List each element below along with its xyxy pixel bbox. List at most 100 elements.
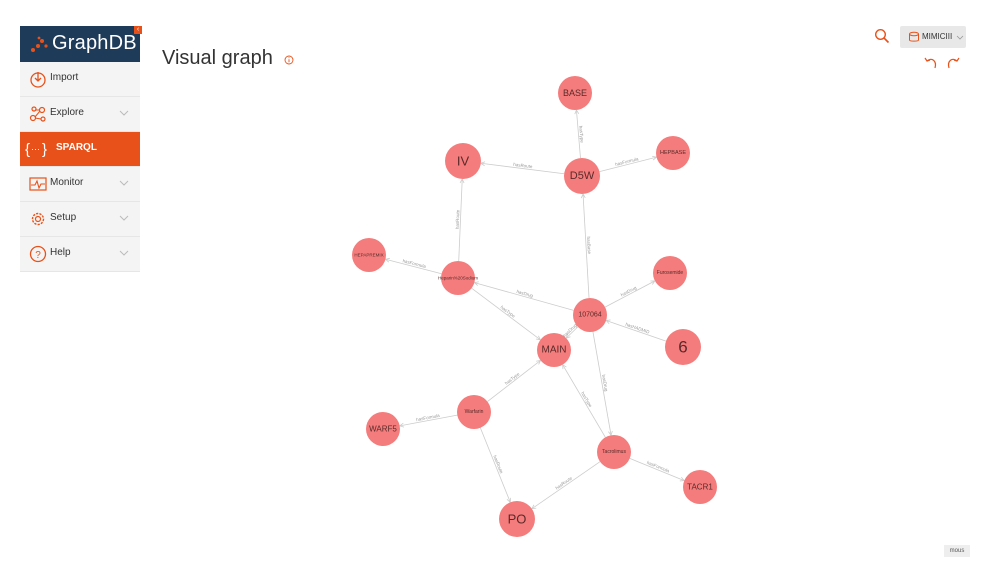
- graph-edge[interactable]: [458, 178, 463, 262]
- edge-arrowhead: [399, 422, 405, 428]
- edge-arrowhead: [605, 319, 611, 325]
- edge-arrowhead: [580, 193, 586, 199]
- node-circle[interactable]: [656, 136, 690, 170]
- node-label: TACR1: [687, 483, 713, 492]
- edge-arrowhead: [608, 430, 613, 436]
- node-circle[interactable]: [683, 470, 717, 504]
- node-label: BASE: [563, 88, 587, 98]
- chevron-down-icon: [119, 250, 129, 256]
- redo-icon[interactable]: [946, 56, 960, 70]
- sidebar-item-sparql[interactable]: { ··· } SPARQL: [20, 132, 140, 167]
- graph-node[interactable]: HEPAPREMIX: [352, 238, 386, 272]
- edge-label: hasFormula: [402, 258, 427, 269]
- sidebar-nav: Import Explore { ··· } SPARQL: [20, 62, 140, 272]
- repository-selector[interactable]: MIMICIII: [900, 26, 966, 48]
- sidebar-item-import[interactable]: Import: [20, 62, 140, 97]
- chevron-down-icon: [119, 180, 129, 186]
- edge-label: hasDrug: [516, 289, 534, 299]
- node-label: HEPBASE: [660, 150, 686, 156]
- graph-edge[interactable]: [471, 287, 541, 341]
- node-circle[interactable]: [564, 158, 600, 194]
- graph-node[interactable]: BASE: [558, 76, 592, 110]
- node-circle[interactable]: [457, 395, 491, 429]
- graph-node[interactable]: 107064: [573, 298, 607, 332]
- edge-label: hasBase: [586, 236, 592, 254]
- node-circle[interactable]: [665, 329, 701, 365]
- node-circle[interactable]: [499, 501, 535, 537]
- sidebar-item-label: SPARQL: [56, 142, 97, 153]
- search-icon[interactable]: [874, 28, 890, 44]
- collapse-sidebar-button[interactable]: ‹: [134, 26, 142, 34]
- graph-edge[interactable]: [604, 280, 656, 308]
- graph-node[interactable]: IV: [445, 143, 481, 179]
- graph-edge[interactable]: [487, 360, 541, 402]
- edge-arrowhead: [535, 335, 541, 341]
- page-title: Visual graph: [162, 47, 273, 69]
- gear-icon: [31, 212, 45, 226]
- node-label: Warfarin: [465, 409, 484, 415]
- graph-edge[interactable]: [531, 461, 601, 510]
- graph-edge[interactable]: [480, 162, 565, 175]
- node-label: HEPAPREMIX: [354, 253, 383, 258]
- graph-node[interactable]: WARF5: [366, 412, 400, 446]
- graph-node[interactable]: HEPBASE: [656, 136, 690, 170]
- sidebar-item-label: Import: [50, 72, 79, 83]
- node-label: MAIN: [542, 345, 567, 356]
- graph-node[interactable]: MAIN: [537, 333, 571, 367]
- edge-arrowhead: [480, 161, 486, 167]
- edge-arrowhead: [474, 281, 479, 286]
- graph-edge[interactable]: [599, 156, 657, 172]
- svg-text:?: ?: [35, 250, 41, 261]
- graph-node[interactable]: 6: [665, 329, 701, 365]
- graph-edge[interactable]: [592, 331, 612, 436]
- graph-edge[interactable]: [562, 364, 606, 438]
- node-label: Furosemide: [657, 270, 684, 276]
- chevron-down-icon: [119, 215, 129, 221]
- sidebar-item-explore[interactable]: Explore: [20, 97, 140, 132]
- graph-edge[interactable]: [385, 258, 442, 275]
- node-circle[interactable]: [366, 412, 400, 446]
- graphdb-logo[interactable]: GraphDB ‹: [20, 26, 142, 62]
- graph-node[interactable]: TACR1: [683, 470, 717, 504]
- node-circle[interactable]: [558, 76, 592, 110]
- node-circle[interactable]: [441, 261, 475, 295]
- node-label: 6: [678, 338, 687, 357]
- sidebar-item-label: Monitor: [50, 177, 84, 188]
- graph-edge[interactable]: [605, 320, 667, 342]
- edge-arrowhead: [562, 364, 567, 370]
- chevron-down-icon: [956, 35, 964, 40]
- graph-edge[interactable]: [576, 109, 581, 159]
- node-label: PO: [508, 512, 527, 527]
- graph-node[interactable]: Heparin%20Sodium: [438, 261, 478, 295]
- edge-arrowhead: [679, 476, 685, 482]
- graph-node[interactable]: PO: [499, 501, 535, 537]
- node-circle[interactable]: [597, 435, 631, 469]
- mouse-tag: mous: [944, 545, 970, 557]
- node-circle[interactable]: [573, 298, 607, 332]
- graph-node[interactable]: Tacrolimus: [597, 435, 631, 469]
- sidebar-item-help[interactable]: ? Help: [20, 237, 140, 272]
- graph-node[interactable]: Furosemide: [653, 256, 687, 290]
- graph-node[interactable]: D5W: [564, 158, 600, 194]
- info-icon[interactable]: [284, 55, 294, 65]
- graph-edge[interactable]: [629, 458, 685, 481]
- repository-label: MIMICIII: [922, 32, 953, 41]
- undo-icon[interactable]: [924, 56, 938, 70]
- edge-label: hasFormula: [416, 413, 441, 422]
- node-circle[interactable]: [537, 333, 571, 367]
- graph-edge[interactable]: [399, 414, 458, 427]
- node-circle[interactable]: [352, 238, 386, 272]
- sidebar-item-setup[interactable]: Setup: [20, 202, 140, 237]
- node-circle[interactable]: [445, 143, 481, 179]
- graph-edge[interactable]: [565, 326, 579, 339]
- chevron-down-icon: [119, 110, 129, 116]
- graph-edge[interactable]: [474, 282, 574, 311]
- node-circle[interactable]: [653, 256, 687, 290]
- graph-edge[interactable]: [582, 193, 590, 299]
- svg-text:}: }: [42, 141, 47, 158]
- node-label: WARF5: [369, 425, 397, 434]
- sidebar-item-monitor[interactable]: Monitor: [20, 167, 140, 202]
- graph-edge[interactable]: [479, 427, 511, 503]
- graph-node[interactable]: Warfarin: [457, 395, 491, 429]
